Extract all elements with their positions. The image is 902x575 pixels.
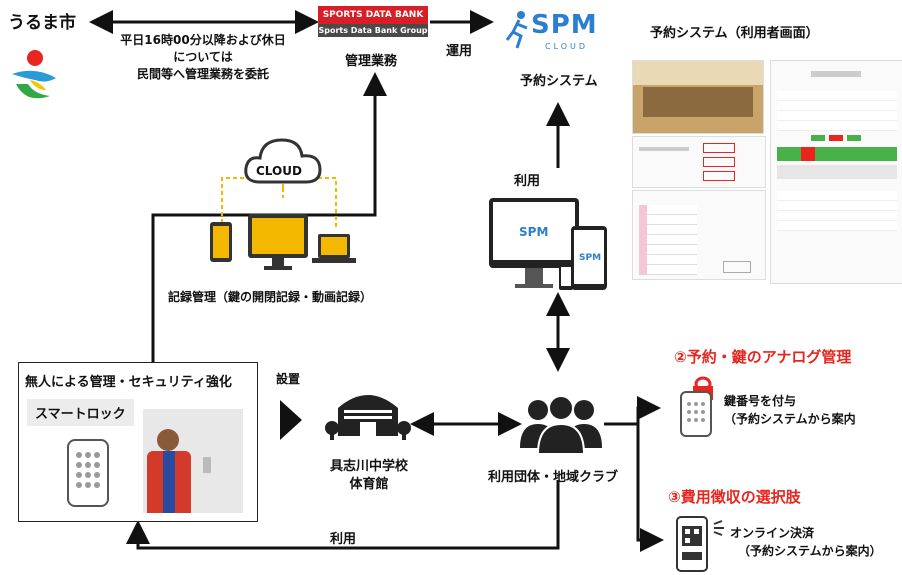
spm-label: 予約システム [520, 74, 598, 89]
gym-line1: 具志川中学校 [329, 459, 408, 474]
sdb-logo: SPORTS DATA BANK Sports Data Bank Group [318, 6, 428, 37]
smartlock-icon [67, 439, 109, 507]
spm-logo-text: SPM [531, 10, 598, 40]
gym-building-icon [325, 395, 411, 440]
delegation-line1: 平日16時00分以降および休日 [120, 33, 286, 47]
option3-title: ③費用徴収の選択肢 [668, 488, 801, 506]
record-label: 記録管理（鍵の開閉記録・動画記録） [168, 290, 373, 304]
option3-text: オンライン決済 （予約システムから案内） [730, 524, 882, 560]
sdb-group-text: Sports Data Bank Group [318, 24, 428, 37]
screen-calendar [632, 190, 766, 280]
smartlock-label: スマートロック [27, 399, 134, 426]
devices-icon: SPM SPM [489, 198, 607, 290]
option3-line1: オンライン決済 [730, 526, 815, 540]
option2-line1: 鍵番号を付与 [724, 394, 797, 408]
qr-phone-icon [676, 516, 708, 572]
club-people-icon [520, 395, 602, 455]
operate-label: 運用 [446, 44, 473, 59]
city-logo-icon [12, 50, 56, 99]
sdb-label: 管理業務 [345, 54, 398, 69]
box-title: 無人による管理・セキュリティ強化 [25, 375, 232, 390]
unmanned-box: 無人による管理・セキュリティ強化 スマートロック [18, 362, 258, 522]
delegation-note: 平日16時00分以降および休日 については 民間等へ管理業務を委託 [108, 32, 298, 83]
cloud-icon [244, 138, 322, 184]
option2-title: ②予約・鍵のアナログ管理 [674, 348, 852, 366]
cloud-label: CLOUD [256, 164, 302, 178]
spm-sub-text: CLOUD [545, 42, 589, 51]
use-label-bottom: 利用 [330, 532, 357, 547]
signal-lines-icon [713, 520, 724, 536]
gym-photo [632, 60, 764, 134]
gym-label: 具志川中学校 体育館 [326, 458, 412, 494]
runner-icon [505, 11, 528, 49]
install-label: 設置 [276, 372, 301, 386]
svg-text:SPM: SPM [579, 253, 601, 263]
delegation-line3: 民間等へ管理業務を委託 [136, 67, 269, 81]
keypad-lock-icon [680, 376, 713, 437]
sdb-logo-text: SPORTS DATA BANK [318, 6, 428, 24]
screen-booking-form [770, 60, 902, 284]
option3-line2: （予約システムから案内） [738, 544, 882, 558]
admin-devices-icon [210, 214, 356, 270]
city-name: うるま市 [8, 13, 76, 33]
screen-reservation-detail [632, 136, 766, 188]
install-photo [143, 409, 243, 513]
option2-line2: （予約システムから案内 [724, 412, 856, 426]
club-label: 利用団体・地域クラブ [488, 470, 619, 485]
gym-line2: 体育館 [349, 477, 389, 492]
delegation-line2: については [173, 50, 233, 64]
option2-text: 鍵番号を付与 （予約システムから案内 [724, 392, 856, 428]
use-label-top: 利用 [514, 174, 541, 189]
system-title: 予約システム（利用者画面） [650, 26, 819, 41]
spm-logo: SPM CLOUD [505, 6, 605, 62]
svg-text:SPM: SPM [519, 225, 548, 239]
